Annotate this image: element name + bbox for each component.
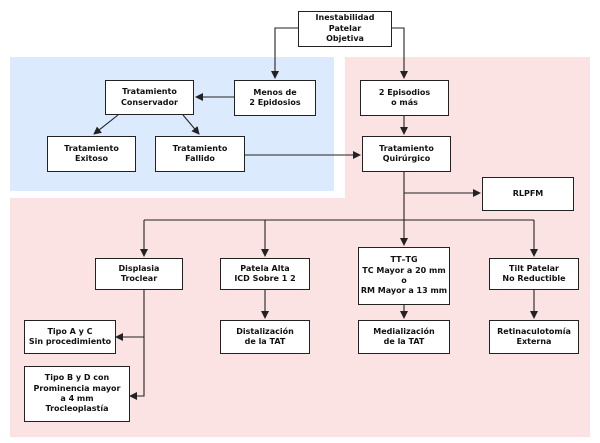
connector-conservador-fallido — [182, 114, 200, 135]
node-text-line: Quirúrgico — [382, 154, 431, 163]
node-tratamiento-exitoso: Tratamiento Exitoso — [47, 136, 136, 172]
node-text-line: Medialización — [373, 326, 435, 336]
node-tilt-patelar: Tilt Patelar No Reductible — [489, 258, 579, 290]
connector-conservador-exitoso — [93, 114, 119, 135]
node-tratamiento-fallido: Tratamiento Fallido — [155, 136, 245, 172]
node-rlpfm: RLPFM — [482, 177, 574, 211]
node-text-line: TT–TG — [390, 255, 418, 265]
node-text-line: de la TAT — [244, 337, 286, 346]
node-distalizacion-tat: Distalización de la TAT — [220, 320, 310, 354]
node-text-line: Distalización — [236, 326, 294, 336]
node-medializacion-tat: Medialización de la TAT — [358, 320, 450, 354]
node-text-line: Menos de — [253, 87, 297, 97]
node-text-line: Trocleoplastía — [45, 404, 109, 414]
node-retinaculotomia-externa: Retinaculotomía Externa — [489, 320, 579, 354]
node-text-line: RM Mayor a 13 mm — [360, 286, 448, 296]
node-2-episodios-o-mas: 2 Episodios o más — [360, 80, 449, 116]
node-text-line: ICD Sobre 1 2 — [234, 274, 296, 283]
connector-displasia-tipobd — [129, 337, 145, 400]
node-text-line: a 4 mm — [60, 394, 94, 403]
node-displasia-troclear: Displasia Troclear — [95, 258, 183, 290]
node-tipo-b-y-d: Tipo B y D con Prominencia mayor a 4 mm … — [24, 366, 130, 422]
node-text-line: Retinaculotomía — [497, 326, 571, 336]
node-text-line: Fallido — [185, 154, 215, 163]
node-text-line: Displasia — [118, 263, 160, 273]
node-text-line: Tratamiento — [379, 143, 434, 153]
node-text-line: o más — [391, 98, 418, 107]
node-text-line: o — [401, 276, 407, 285]
node-text-line: Prominencia mayor — [33, 383, 121, 393]
node-text-line: 2 Epidosios — [249, 98, 301, 107]
node-tratamiento-quirurgico: Tratamiento Quirúrgico — [362, 136, 451, 172]
node-text-line: Tipo B y D con — [44, 373, 110, 383]
connector-displasia-tipoac — [115, 290, 145, 341]
node-text-line: Patelar — [328, 23, 362, 33]
node-text-line: Tratamiento — [64, 143, 119, 153]
node-text-line: de la TAT — [383, 337, 425, 346]
node-text-line: Tratamiento — [122, 87, 177, 97]
node-text-line: Externa — [516, 337, 552, 346]
node-tipo-a-y-c: Tipo A y C Sin procedimiento — [24, 320, 116, 354]
node-text-line: Tilt Patelar — [509, 263, 559, 273]
connector-root-episodios — [392, 27, 408, 79]
node-text-line: Conservador — [121, 97, 178, 107]
node-tratamiento-conservador: Tratamiento Conservador — [105, 80, 194, 115]
node-text-line: RLPFM — [512, 188, 544, 198]
node-text-line: Tipo A y C — [47, 326, 93, 336]
connector-root-menos — [271, 27, 298, 79]
node-text-line: Patela Alta — [240, 263, 290, 273]
node-text-line: TC Mayor a 20 mm — [362, 265, 446, 275]
node-inestabilidad-patelar: Inestabilidad Patelar Objetiva — [298, 11, 392, 47]
node-text-line: Exitoso — [75, 154, 108, 163]
node-text-line: Troclear — [120, 274, 158, 283]
node-patela-alta: Patela Alta ICD Sobre 1 2 — [220, 258, 310, 290]
node-text-line: No Reductible — [502, 274, 566, 283]
node-tt-tg: TT–TG TC Mayor a 20 mm o RM Mayor a 13 m… — [358, 247, 450, 305]
node-text-line: Tratamiento — [172, 143, 228, 153]
node-text-line: Sin procedimiento — [28, 337, 112, 346]
node-text-line: Inestabilidad — [315, 13, 375, 23]
node-menos-de-2-episodios: Menos de 2 Epidosios — [234, 80, 316, 116]
node-text-line: 2 Episodios — [378, 87, 431, 97]
node-text-line: Objetiva — [326, 34, 364, 44]
